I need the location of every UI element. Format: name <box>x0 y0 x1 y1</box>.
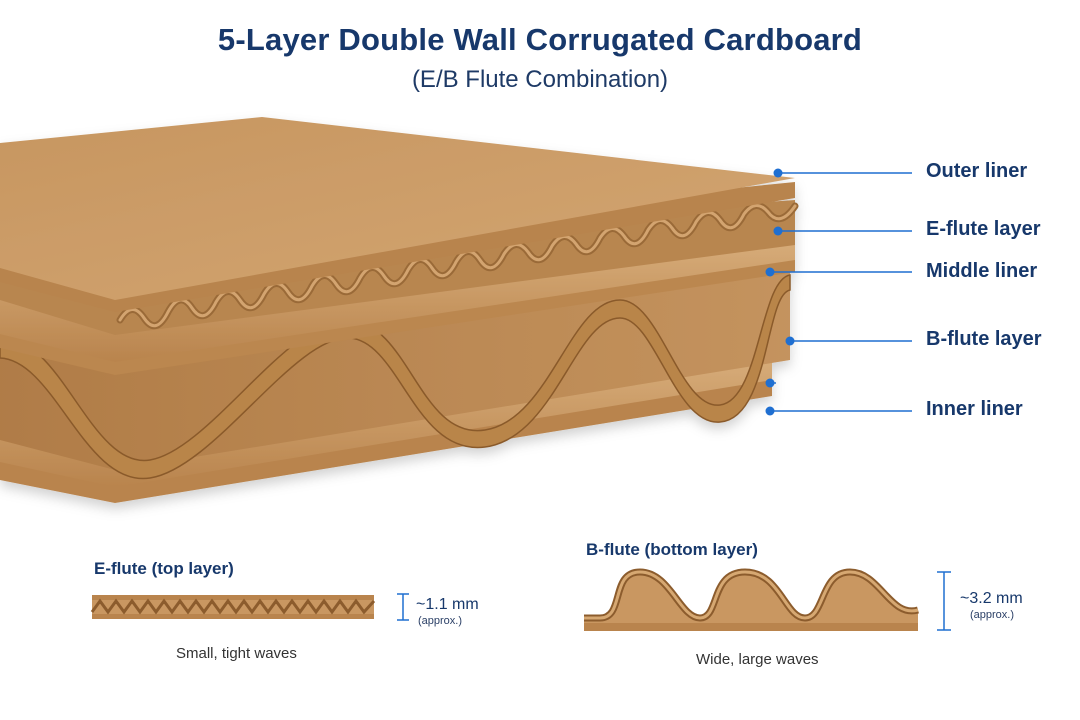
b-flute-dimension <box>937 571 951 631</box>
b-flute-thickness: ~3.2 mm <box>960 590 1023 607</box>
b-flute-caption: Wide, large waves <box>696 651 819 668</box>
middle-liner-dot <box>765 267 775 277</box>
callout-lines <box>765 168 912 416</box>
b-flute-detail-title: B-flute (bottom layer) <box>586 540 758 559</box>
label-e-flute-layer: E-flute layer <box>926 218 1041 240</box>
diagram-title: 5-Layer Double Wall Corrugated Cardboard <box>217 22 863 57</box>
e-flute-dimension <box>397 593 409 621</box>
e-flute-dot <box>773 226 783 236</box>
b-flute-dot <box>785 336 795 346</box>
board-stack <box>0 117 799 503</box>
label-outer-liner: Outer liner <box>926 160 1028 182</box>
e-flute-approx: (approx.) <box>418 615 463 627</box>
e-flute-sample <box>90 595 376 619</box>
label-middle-liner: Middle liner <box>926 260 1038 282</box>
outer-liner-top <box>0 117 795 300</box>
label-inner-liner: Inner liner <box>926 398 1023 420</box>
e-flute-thickness: ~1.1 mm <box>416 596 479 613</box>
inner-liner-dot <box>765 406 775 416</box>
b-flute-approx: (approx.) <box>970 609 1015 621</box>
b-flute-sample <box>584 568 919 631</box>
e-flute-detail-title: E-flute (top layer) <box>94 559 234 578</box>
outer-liner-dot <box>773 168 783 178</box>
label-b-flute-layer: B-flute layer <box>926 328 1042 350</box>
e-flute-caption: Small, tight waves <box>176 645 297 662</box>
diagram-subtitle: (E/B Flute Combination) <box>411 66 669 93</box>
